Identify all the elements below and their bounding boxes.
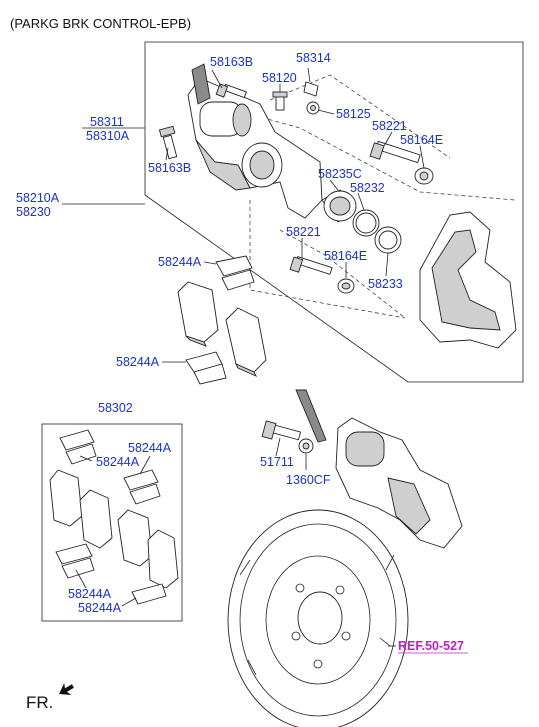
dash-line-3 [269,74,451,159]
pad-set-main [177,281,267,377]
front-direction-arrow-icon [59,682,74,696]
label-58244a-4: 58244A [96,455,140,469]
caliper-carrier-bracket [419,211,517,349]
guide-pin-58221-mid [289,256,333,275]
label-58232: 58232 [350,181,385,195]
pin-1360cf [298,438,314,454]
label-58244a-2: 58244A [116,355,160,369]
pad-kit-pads-left [49,469,113,549]
label-58221-mid: 58221 [286,225,321,239]
part-58314 [303,81,319,97]
label-58244a-1: 58244A [158,255,202,269]
caliper-assembly-frame [144,41,524,383]
pad-kit-frame [41,423,183,622]
boot-58164e-mid [337,278,355,294]
pad-kit-clips-bottom [55,543,167,605]
label-58244a-3: 58244A [128,441,172,455]
label-58221-top: 58221 [372,119,407,133]
clip-58244a-main-bottom [185,351,227,385]
label-58244a-6: 58244A [78,601,122,615]
bolt-58163b-left [158,125,178,160]
guide-pin-58221-top [369,140,421,164]
label-58164e-mid: 58164E [324,249,367,263]
front-direction-label: FR. [26,693,53,712]
leader-lines [75,67,425,647]
label-58230: 58230 [16,205,51,219]
boot-58233 [374,226,402,254]
dash-line-4 [249,200,406,319]
pad-kit-clips-right [123,469,161,505]
label-51711: 51711 [260,455,294,469]
pad-kit-pads-right [117,509,179,589]
clip-58244a-main-top [215,255,255,291]
label-58210a: 58210A [16,191,60,205]
part-58125 [306,101,320,115]
dash-line-1 [234,109,516,201]
dash-line-2 [279,229,406,319]
brake-disc [227,509,409,727]
label-58314: 58314 [296,51,331,65]
label-58125: 58125 [336,107,371,121]
label-58233: 58233 [368,277,403,291]
label-58311: 58311 [90,115,124,129]
bolt-51711 [261,420,302,441]
label-1360cf: 1360CF [286,473,331,487]
label-58164e-top: 58164E [400,133,443,147]
label-58163b-top: 58163B [210,55,253,69]
seal-58232 [352,209,380,237]
pad-kit-clips-top [59,429,97,465]
lower-caliper-assembly [295,389,463,549]
boot-58164e-top [414,167,434,185]
label-58120: 58120 [262,71,297,85]
caliper-housing [187,63,323,219]
label-58310a: 58310A [86,129,130,143]
label-58235c: 58235C [318,167,362,181]
ref-link-50-527[interactable]: REF.50-527 [398,639,464,653]
part-58120 [272,91,288,111]
bolt-58163b-top [215,83,247,99]
diagram-title: (PARKG BRK CONTROL-EPB) [10,16,191,31]
label-58302: 58302 [98,401,133,415]
label-58244a-5: 58244A [68,587,112,601]
label-58163b-left: 58163B [148,161,191,175]
piston-58235c [321,189,357,223]
